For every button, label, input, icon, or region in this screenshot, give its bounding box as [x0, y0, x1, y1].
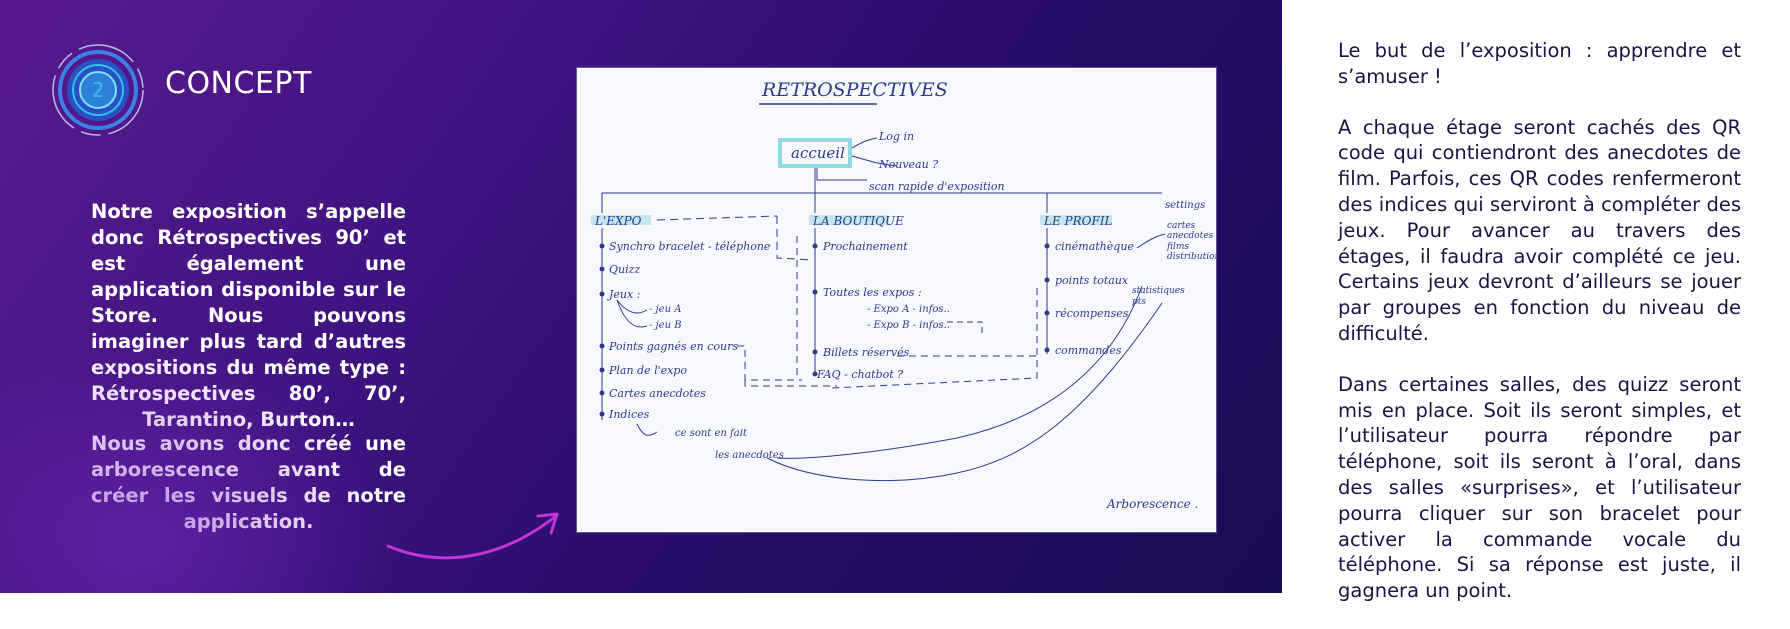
col1-item: Quizz	[609, 263, 640, 276]
col3-side: anecdotes	[1167, 231, 1214, 241]
col1-item: - jeu A	[649, 304, 681, 315]
intro-paragraph: Notre exposition s’appelle donc Rétrospe…	[91, 200, 406, 431]
col1-item: Cartes anecdotes	[609, 387, 706, 400]
col1-item: Indices	[608, 408, 650, 421]
col1-item: Points gagnés en cours	[608, 340, 738, 353]
col3-item: récompenses	[1055, 307, 1129, 320]
left-panel: 2 CONCEPT Notre exposition s’appelle don…	[0, 0, 1282, 593]
col2-item: Billets réservés	[822, 346, 910, 359]
col3-side: films	[1166, 242, 1189, 252]
root-link-nouveau: Nouveau ?	[878, 158, 938, 171]
col1-note: les anecdotes	[715, 450, 784, 461]
arborescence-paragraph: Nous avons donc créé une arborescence av…	[91, 432, 406, 533]
col3-side: cartes	[1167, 221, 1196, 231]
col2-heading: LA BOUTIQUE	[812, 214, 904, 228]
col1-item: - jeu B	[649, 320, 682, 331]
col1-heading: L'EXPO	[594, 214, 642, 228]
root-box	[778, 138, 852, 168]
col1-item: Plan de l'expo	[608, 364, 687, 377]
root-link-scan: scan rapide d'exposition	[869, 180, 1005, 193]
col2-item: FAQ - chatbot ?	[816, 368, 903, 381]
col3-side: distribution	[1167, 252, 1216, 262]
root-link-login: Log in	[878, 130, 914, 143]
arborescence-sketch: RETROSPECTIVES accueil Log in Nouveau ? …	[577, 68, 1216, 532]
quizz-paragraph: Dans certaines salles, des quizz seront …	[1338, 372, 1741, 603]
col2-item: Prochainement	[822, 240, 908, 253]
badge-number: 2	[92, 78, 105, 102]
sketch-title: RETROSPECTIVES	[761, 79, 948, 101]
curved-arrow-icon	[386, 512, 559, 560]
col3-heading: LE PROFIL	[1043, 214, 1113, 228]
col3-side: statistiques	[1132, 286, 1185, 296]
qr-paragraph: A chaque étage seront cachés des QR code…	[1338, 115, 1741, 345]
col2-item: - Expo A - infos..	[867, 304, 950, 315]
sketch-settings: settings	[1165, 200, 1205, 211]
col1-note: ce sont en fait	[675, 428, 748, 439]
col3-side: pts	[1132, 297, 1146, 307]
goal-paragraph: Le but de l’exposition : apprendre et s’…	[1338, 39, 1741, 88]
col3-item: cinémathèque	[1055, 240, 1134, 253]
col3-item: commandes	[1055, 344, 1122, 357]
col1-item: Synchro bracelet - téléphone	[609, 240, 771, 253]
col2-item: - Expo B - infos..	[867, 320, 950, 331]
sketch-signature: Arborescence .	[1106, 497, 1198, 511]
section-title: CONCEPT	[165, 66, 312, 101]
right-column: Le but de l’exposition : apprendre et s’…	[1338, 38, 1741, 629]
col2-item: Toutes les expos :	[823, 286, 922, 299]
col3-item: points totaux	[1055, 274, 1129, 287]
sketch-root: accueil	[791, 144, 845, 162]
col1-item: Jeux :	[607, 288, 640, 301]
sketch-drawing: RETROSPECTIVES accueil Log in Nouveau ? …	[591, 79, 1216, 511]
section-badge: 2	[50, 42, 146, 138]
